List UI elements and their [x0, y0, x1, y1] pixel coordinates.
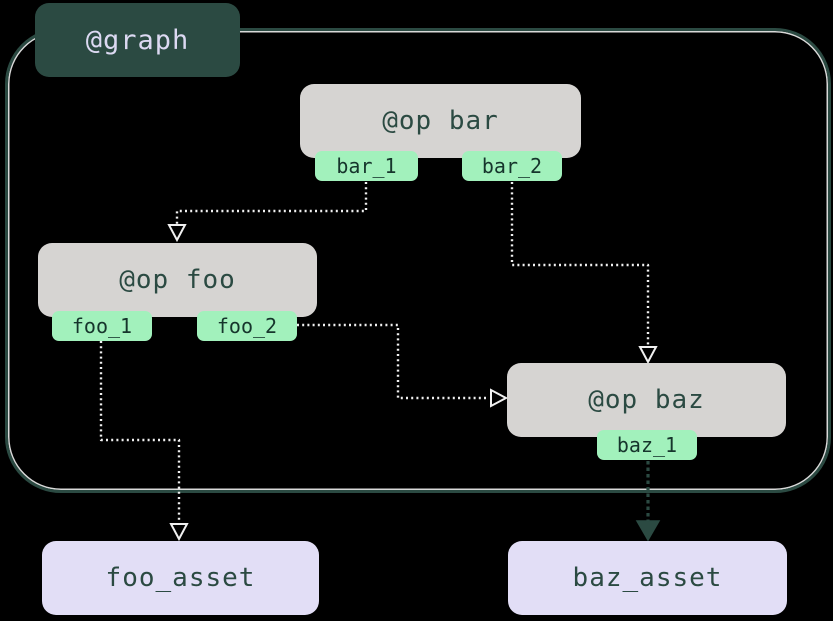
output-tag-bar_2[interactable]: bar_2	[462, 151, 562, 181]
output-tag-foo_1[interactable]: foo_1	[52, 311, 152, 341]
graph-boundary	[5, 28, 831, 493]
arrowhead-baz_asset	[635, 520, 661, 542]
asset-node-baz_asset[interactable]: baz_asset	[508, 541, 787, 615]
op-node-baz[interactable]: @op baz	[507, 363, 786, 437]
output-tag-foo_2[interactable]: foo_2	[197, 311, 297, 341]
op-node-bar[interactable]: @op bar	[300, 84, 581, 158]
op-node-foo[interactable]: @op foo	[38, 243, 317, 317]
asset-node-foo_asset[interactable]: foo_asset	[42, 541, 319, 615]
output-tag-bar_1[interactable]: bar_1	[315, 151, 418, 181]
graph-label[interactable]: @graph	[35, 3, 240, 77]
arrowhead-foo_asset	[169, 523, 189, 542]
output-tag-baz_1[interactable]: baz_1	[597, 430, 697, 460]
